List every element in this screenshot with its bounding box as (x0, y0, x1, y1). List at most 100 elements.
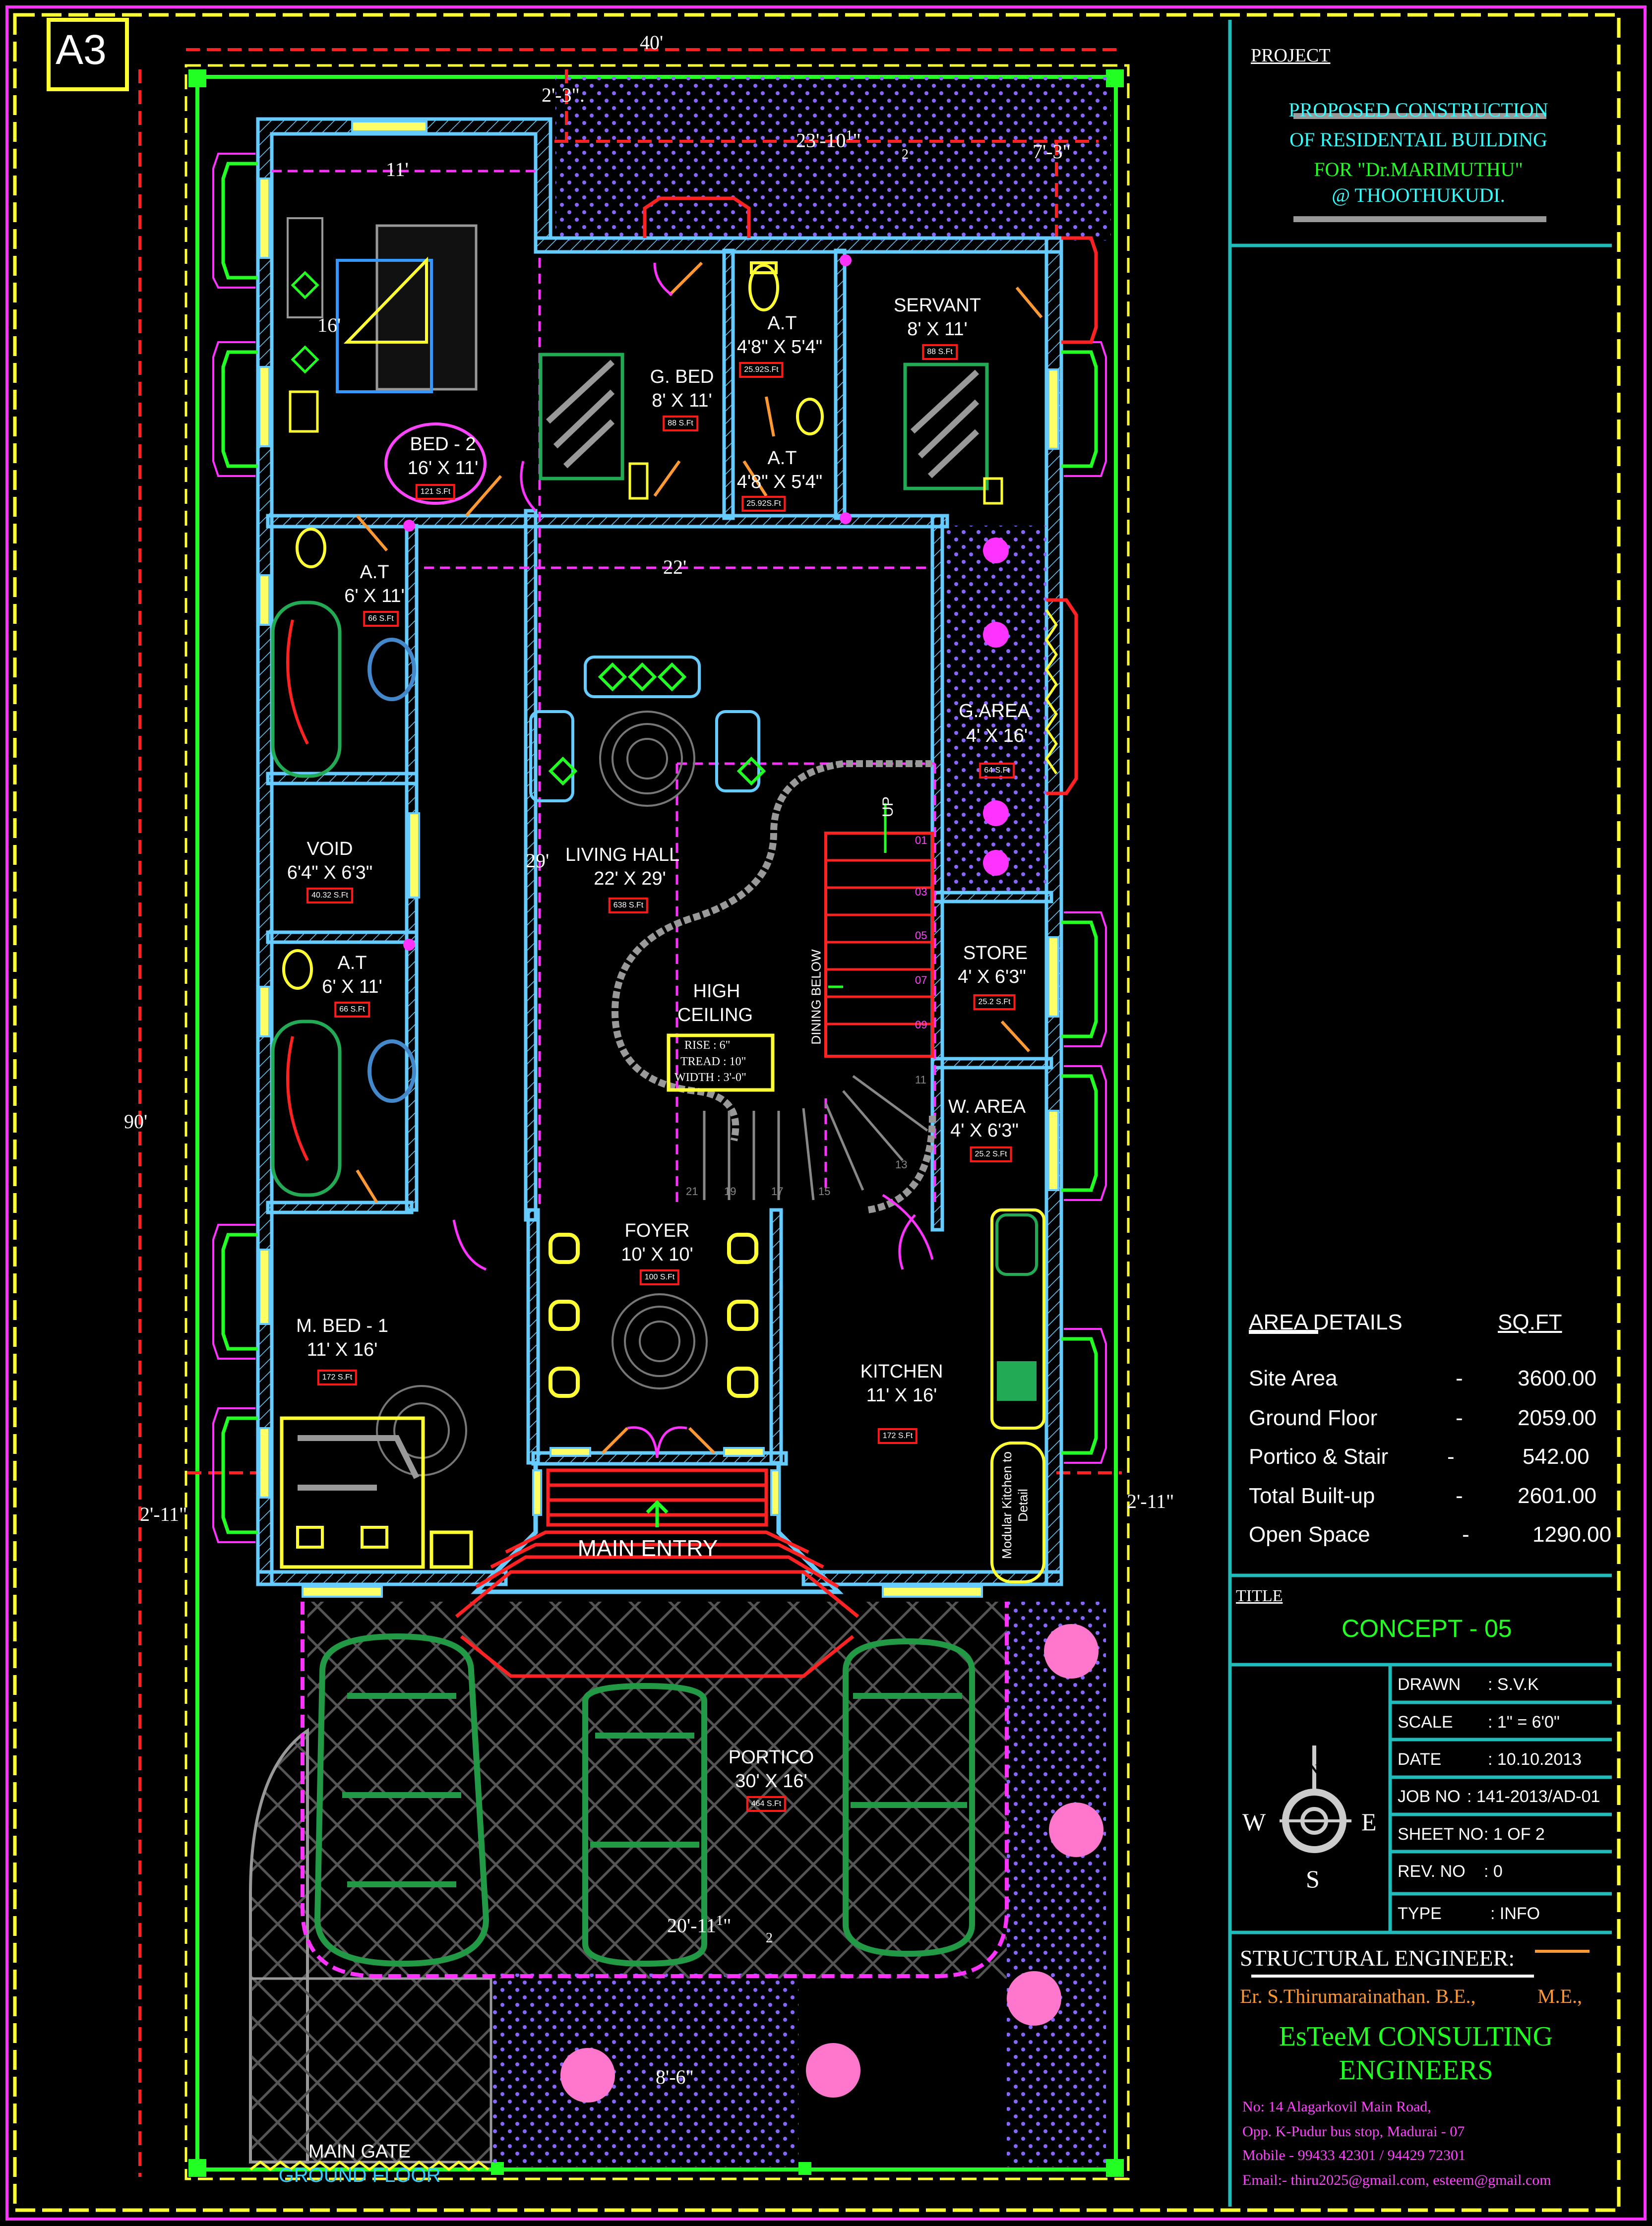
tb-row-label: REV. NO (1398, 1862, 1466, 1881)
room-garea-area: 64 S.Ft (979, 763, 1015, 779)
area-row-sep: - (1456, 1484, 1463, 1508)
stair-step-number: 17 (771, 1185, 784, 1198)
area-row-sep: - (1447, 1444, 1455, 1469)
living-furniture (529, 656, 760, 802)
chandelier (376, 711, 708, 1476)
room-servant-area: 88 S.Ft (922, 344, 958, 360)
area-row-sep: - (1456, 1366, 1463, 1390)
firm-phone-line: Mobile - 99433 42301 / 94429 72301 (1242, 2147, 1466, 2164)
tb-row-value: : INFO (1490, 1904, 1540, 1923)
room-servant-size: 8' X 11' (907, 319, 968, 340)
shrubs (560, 1624, 1103, 2103)
dim-portico: 20'-111" (667, 1913, 731, 1937)
room-kitchen-area: 172 S.Ft (877, 1428, 918, 1444)
room-living-size: 22' X 29' (594, 868, 666, 889)
room-at-left1-name: A.T (360, 562, 389, 583)
dim-hall-depth: 29' (526, 849, 550, 872)
site-boundary (184, 64, 1130, 2180)
room-garea-size: 4' X 16' (966, 725, 1028, 746)
compass-s-label: S (1306, 1865, 1320, 1893)
tb-row-label: TYPE (1398, 1904, 1442, 1923)
dim-portico-value: 20'-11 (667, 1914, 717, 1937)
room-garea-name: G.AREA (959, 701, 1030, 722)
dim-top-mid-suffix: " (853, 129, 861, 152)
dim-gate: 8'-6" (656, 2066, 694, 2088)
stair-step-number: 21 (686, 1185, 698, 1198)
area-row-value: 2601.00 (1518, 1484, 1597, 1508)
room-kitchen-name: KITCHEN (860, 1361, 943, 1382)
compass-n-label: N (1308, 1761, 1319, 1778)
dim-overall-depth: 90' (124, 1110, 148, 1133)
room-warea-size: 4' X 6'3" (950, 1120, 1019, 1141)
dim-portico-frac-num: 1 (716, 1913, 724, 1928)
master-bed-furniture (280, 1416, 473, 1569)
project-line-3: FOR "Dr.MARIMUTHU" (1314, 158, 1523, 180)
tb-row-value: : 1 OF 2 (1484, 1825, 1545, 1844)
room-at-left1-size: 6' X 11' (344, 586, 405, 606)
sheet-size-label: A3 (56, 26, 107, 73)
dim-top-mid-frac-den: 2 (902, 147, 909, 162)
a3-label-box (47, 18, 129, 91)
stair-rise-label: RISE : 6" (684, 1039, 731, 1052)
area-row-sep: - (1456, 1406, 1463, 1430)
area-row-label: Total Built-up (1249, 1484, 1375, 1508)
room-at-top2-size: 4'8" X 5'4" (736, 472, 823, 492)
stair-step-number: 13 (895, 1158, 908, 1171)
area-row-value: 2059.00 (1518, 1406, 1597, 1430)
firm-name-line-2: ENGINEERS (1339, 2055, 1493, 2086)
dim-top-left: 2'-3". (542, 84, 585, 106)
area-row-value: 542.00 (1523, 1444, 1590, 1469)
portico-outline (301, 1602, 1009, 1978)
room-gbed-name: G. BED (650, 366, 714, 387)
room-foyer-area: 100 S.Ft (639, 1269, 680, 1285)
windows (258, 120, 1059, 1598)
room-void-name: VOID (306, 839, 353, 859)
room-mbed-size: 11' X 16' (306, 1339, 378, 1360)
front-garden-left (491, 1974, 798, 2167)
area-details-heading: AREA DETAILS (1249, 1310, 1403, 1334)
modular-kitchen-label-1: Modular Kitchen to (999, 1451, 1014, 1559)
compass-w-label: W (1242, 1808, 1266, 1836)
drawing-title: CONCEPT - 05 (1342, 1615, 1512, 1642)
sheet-border-outer (5, 5, 1647, 2221)
main-gate-line (249, 2160, 489, 2171)
firm-address-line: No: 14 Alagarkovil Main Road, (1242, 2099, 1431, 2115)
tb-row-label: SCALE (1398, 1713, 1453, 1732)
area-row-label: Ground Floor (1249, 1406, 1378, 1430)
tb-row-value: : S.V.K (1488, 1675, 1539, 1694)
title-heading: TITLE (1236, 1587, 1283, 1605)
room-gbed-size: 8' X 11' (652, 390, 712, 411)
stair-flight (824, 803, 934, 1058)
high-ceiling-label-1: HIGH (693, 981, 740, 1002)
back-garden (555, 77, 1111, 241)
room-portico-size: 30' X 16' (735, 1771, 807, 1792)
dining-below-label: DINING BELOW (808, 949, 824, 1045)
title-block-frame (1228, 20, 1612, 2207)
bed-2-furniture (287, 217, 487, 505)
room-bed2-size: 16' X 11' (407, 458, 479, 479)
firm-name-line-1: EsTeeM CONSULTING (1279, 2021, 1553, 2052)
project-line-2: OF RESIDENTAIL BUILDING (1289, 128, 1547, 151)
dim-overall-width: 40' (640, 31, 664, 54)
planters (221, 162, 1098, 1534)
tb-row-label: DATE (1398, 1750, 1442, 1769)
main-gate-label: MAIN GATE (308, 2141, 411, 2162)
room-store-name: STORE (963, 943, 1028, 963)
room-mbed-area: 172 S.Ft (317, 1370, 358, 1385)
stair-step-number: 11 (915, 1074, 926, 1086)
dim-top-mid: 23'-101" (796, 128, 861, 152)
dim-portico-suffix: " (723, 1914, 732, 1937)
compass-e-label: E (1361, 1808, 1377, 1836)
dim-top-mid-value: 23'-10 (796, 129, 846, 152)
room-portico-name: PORTICO (728, 1747, 814, 1768)
area-row-label: Open Space (1249, 1522, 1370, 1547)
high-ceiling-label-2: CEILING (677, 1005, 753, 1025)
room-at-top1-area: 25.92S.Ft (739, 362, 784, 378)
kitchen-counter (990, 1208, 1045, 1583)
bathtubs (271, 601, 416, 1197)
room-at-top1-size: 4'8" X 5'4" (736, 337, 823, 358)
dim-right-setback: 2'-11" (1127, 1490, 1174, 1512)
room-at-top2-name: A.T (767, 448, 797, 469)
